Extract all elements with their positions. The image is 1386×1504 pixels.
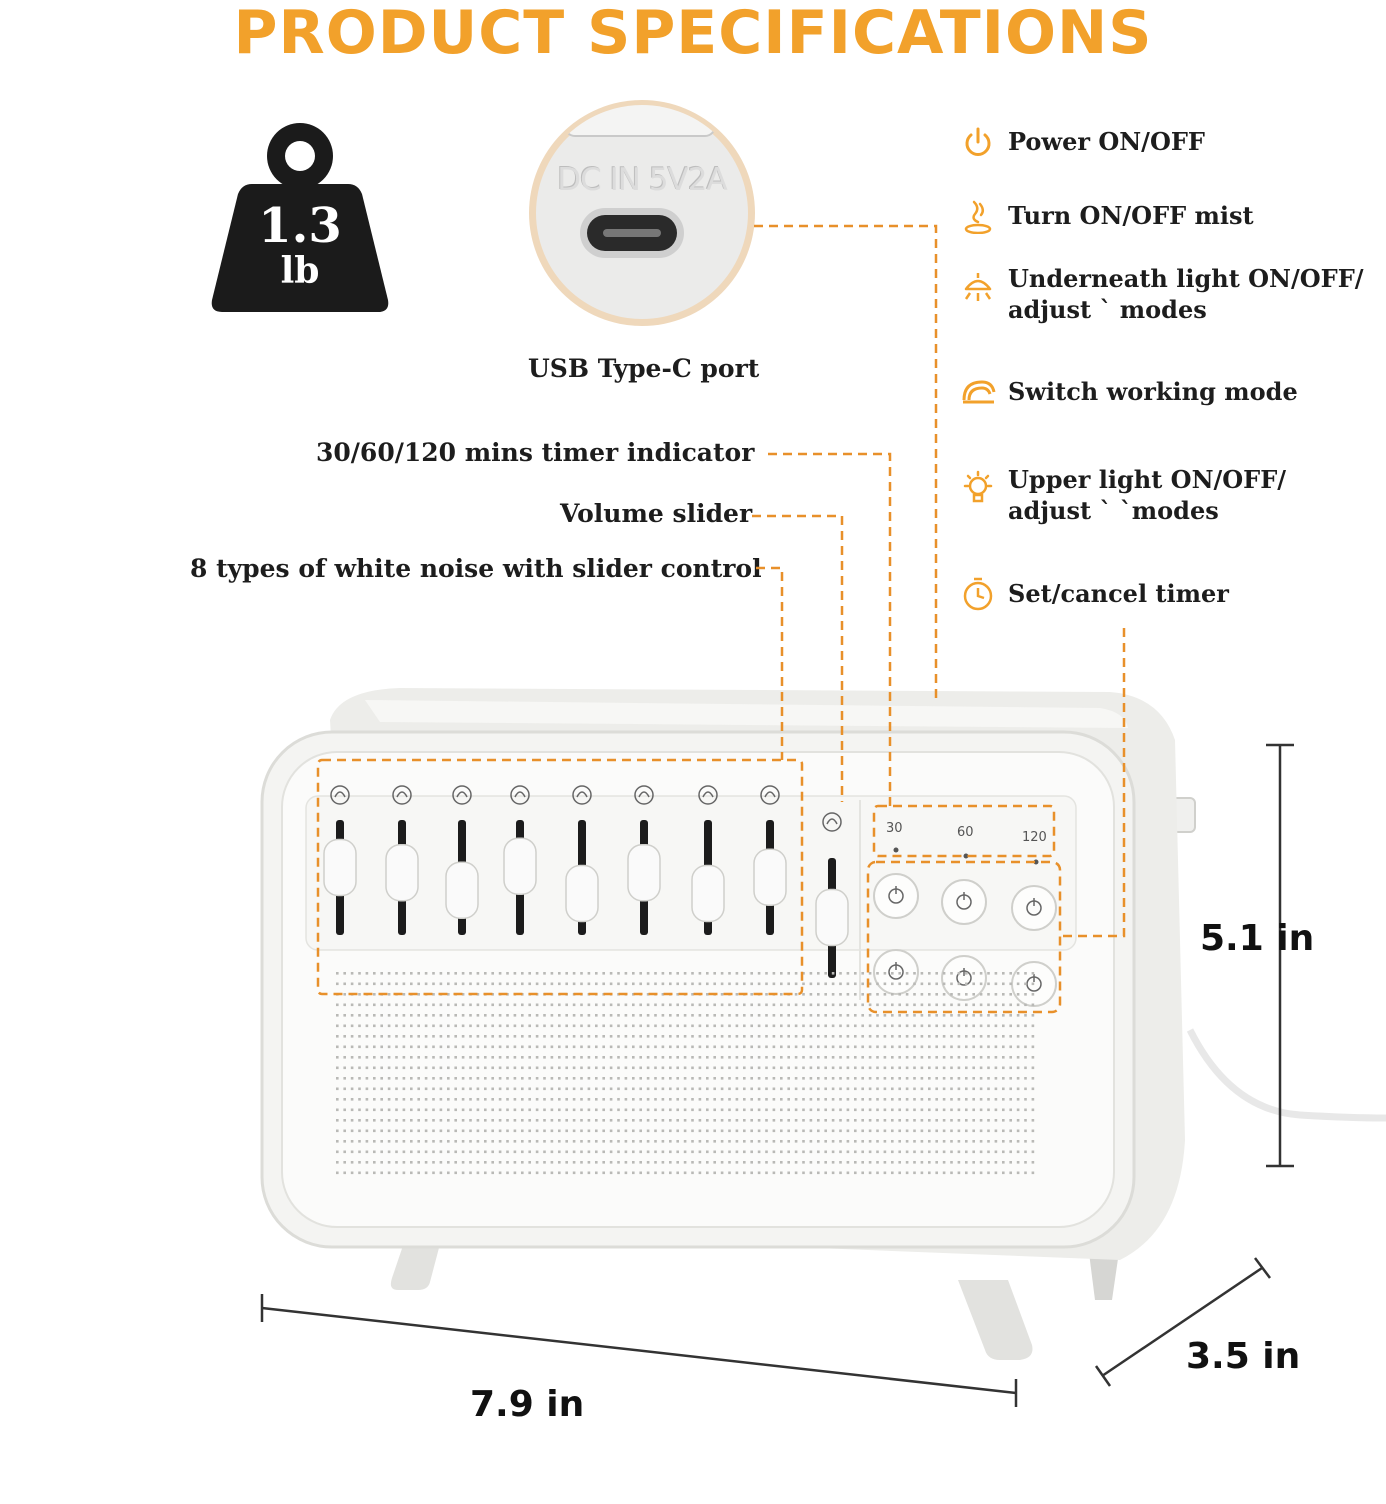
- height-dimension: 5.1 in: [1200, 918, 1315, 959]
- fire-icon: [572, 785, 592, 805]
- volume-slider[interactable]: [815, 858, 849, 978]
- upper-light-button[interactable]: [941, 955, 987, 1001]
- weight-badge: 1.3 lb: [200, 112, 400, 322]
- speaker-grille: [336, 972, 1035, 1175]
- power-icon: [888, 886, 904, 904]
- volume-icon: [822, 812, 842, 832]
- sound-slider[interactable]: [503, 820, 537, 935]
- leaf-icon: [634, 785, 654, 805]
- timer-label-120: 120: [1022, 830, 1047, 845]
- upper-light-icon: [956, 968, 972, 986]
- mist-icon: [956, 892, 972, 910]
- sound-slider[interactable]: [565, 820, 599, 935]
- port-label: DC IN 5V2A: [557, 162, 727, 198]
- weight-icon: [211, 123, 389, 312]
- weight-value: 1.3: [258, 198, 342, 254]
- depth-dimension: 3.5 in: [1186, 1336, 1301, 1377]
- sound-slider[interactable]: [445, 820, 479, 935]
- timer-label-30: 30: [886, 821, 903, 836]
- mode-icon: [888, 962, 904, 980]
- width-dimension: 7.9 in: [470, 1384, 585, 1425]
- volume-slider-label: Volume slider: [560, 499, 753, 528]
- frog-icon: [698, 785, 718, 805]
- sound-slider[interactable]: [627, 820, 661, 935]
- timer-icon: [963, 577, 993, 611]
- usb-port-caption: USB Type-C port: [528, 354, 760, 383]
- sound-slider[interactable]: [691, 820, 725, 935]
- timer-icon: [1026, 974, 1042, 992]
- upper-light-icon: [963, 470, 993, 503]
- page-title: PRODUCT SPECIFICATIONS: [233, 0, 1153, 68]
- eye-icon: [452, 785, 472, 805]
- timer-indicator-label: 30/60/120 mins timer indicator: [316, 438, 755, 467]
- underneath-light-icon: [964, 273, 992, 301]
- bird-icon: [510, 785, 530, 805]
- mist-button[interactable]: [941, 879, 987, 925]
- sound-slider[interactable]: [323, 820, 357, 935]
- fan-icon: [330, 785, 350, 805]
- mode-icon: [962, 380, 996, 404]
- timer-button[interactable]: [1011, 961, 1057, 1007]
- timer-label-60: 60: [957, 825, 974, 840]
- power-icon: [965, 127, 991, 156]
- sound-slider[interactable]: [753, 820, 787, 935]
- underneath-light-button[interactable]: [1011, 885, 1057, 931]
- feature-list: Power ON/OFF Turn ON/OFF mist Underneath…: [960, 120, 1380, 620]
- rain-cloud-icon: [392, 785, 412, 805]
- power-button[interactable]: [873, 873, 919, 919]
- sound-slider[interactable]: [385, 820, 419, 935]
- underneath-light-icon: [1026, 898, 1042, 916]
- mist-icon: [964, 200, 992, 234]
- snail-icon: [760, 785, 780, 805]
- usb-port-closeup: DC IN 5V2A: [525, 96, 759, 330]
- weight-unit: lb: [280, 250, 320, 292]
- mode-button[interactable]: [873, 949, 919, 995]
- white-noise-label: 8 types of white noise with slider contr…: [190, 554, 762, 583]
